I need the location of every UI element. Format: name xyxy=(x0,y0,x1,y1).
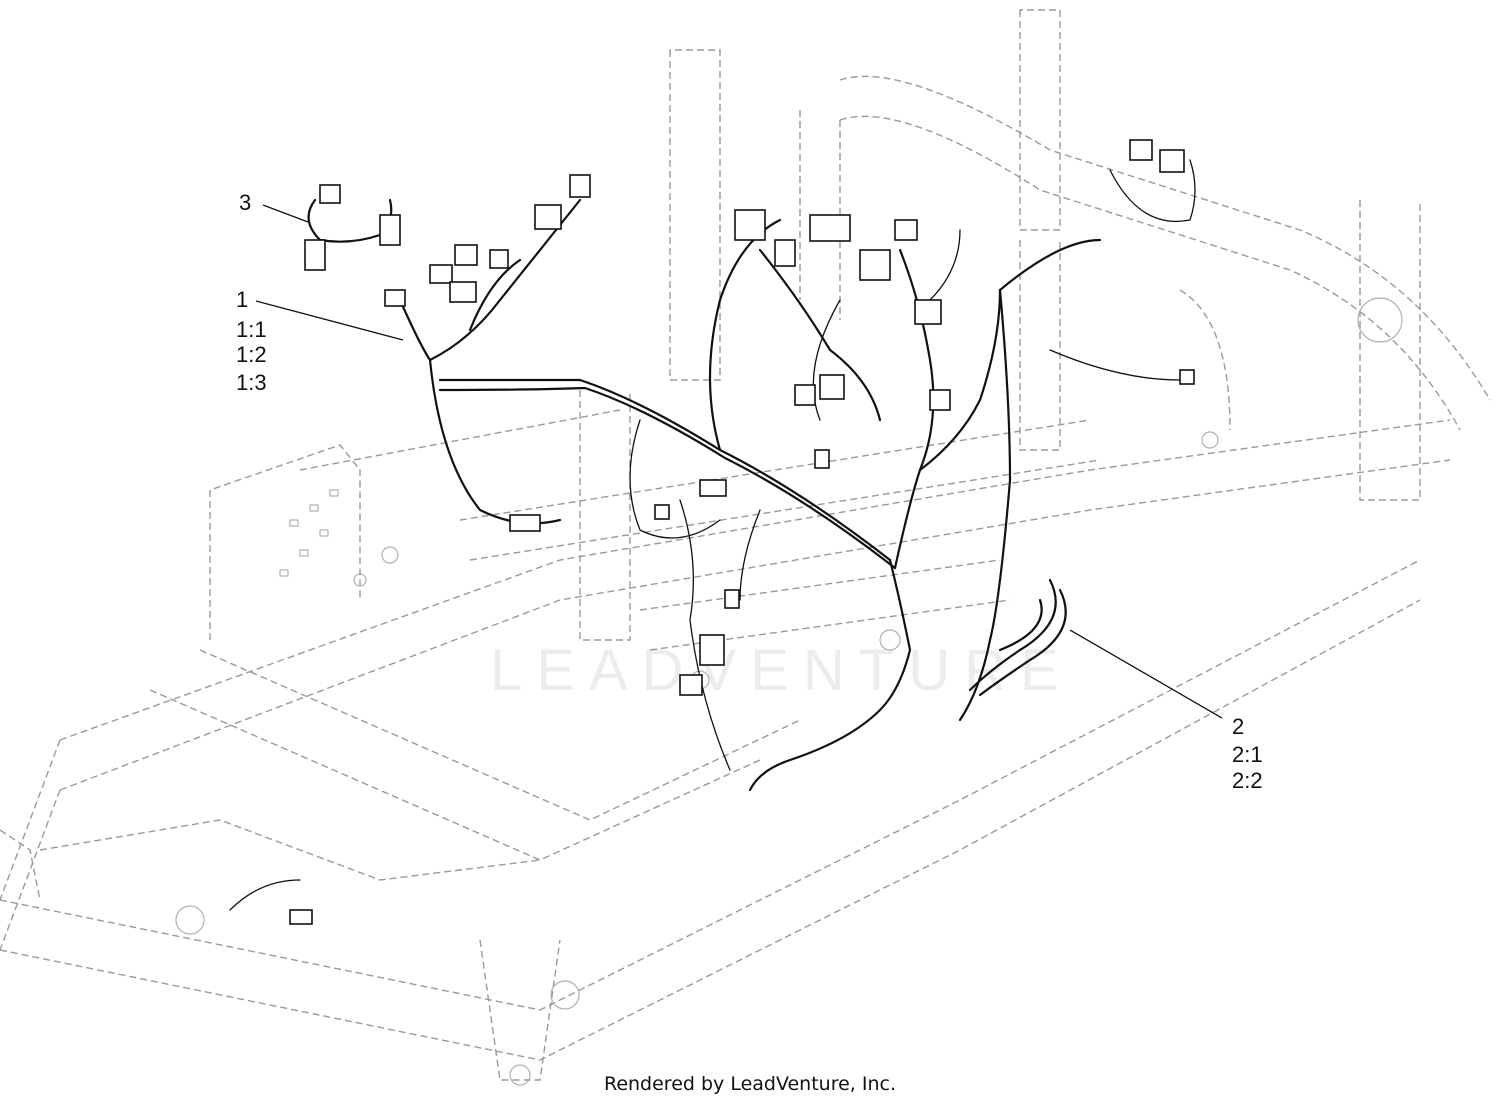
chassis-frame xyxy=(0,9,1491,1086)
callout-1-line-3: 1:3 xyxy=(236,370,267,395)
callout-1: 1 1:1 1:2 1:3 xyxy=(236,287,267,395)
callout-2: 2 2:1 2:2 xyxy=(1232,714,1263,793)
callout-1-line-0: 1 xyxy=(236,287,248,312)
render-credit: Rendered by LeadVenture, Inc. xyxy=(604,1073,896,1095)
leader-2 xyxy=(1069,629,1223,719)
callout-1-line-2: 1:2 xyxy=(236,342,267,367)
callout-2-line-1: 2:1 xyxy=(1232,742,1263,767)
callout-3: 3 xyxy=(239,190,251,215)
callout-leaders xyxy=(255,204,1223,719)
main-wire-harness xyxy=(229,159,1196,911)
battery-cable-2 xyxy=(968,578,1067,697)
callout-2-line-0: 2 xyxy=(1232,714,1244,739)
harness-connectors xyxy=(289,139,1195,925)
watermark: LEADVENTURE xyxy=(490,638,1073,703)
jumper-harness-3 xyxy=(304,184,401,271)
leader-3 xyxy=(262,204,309,223)
callout-3-line-0: 3 xyxy=(239,190,251,215)
callout-2-line-2: 2:2 xyxy=(1232,768,1263,793)
callout-1-line-1: 1:1 xyxy=(236,317,267,342)
leader-1 xyxy=(255,300,404,341)
